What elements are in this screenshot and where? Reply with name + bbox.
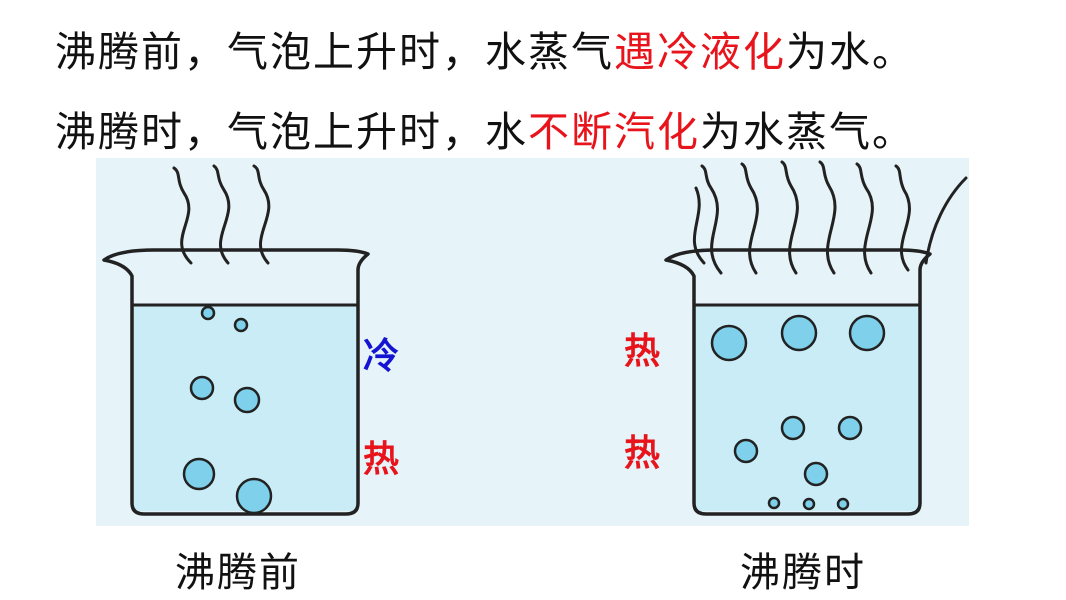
label-hot-top-right: 热 [624,331,661,372]
steam-wisp [924,176,968,265]
steam-wisp [780,160,799,275]
beaker-before-boiling [102,164,370,516]
bubble [802,497,816,511]
bubble [189,375,215,401]
statement-before-text-1: 沸腾前，气泡上升时，水蒸气 [55,28,614,76]
steam-wisp [894,164,911,272]
steam-wisp [692,186,706,265]
bubble [235,477,273,515]
beaker-during-boiling [664,160,968,516]
bubble [767,496,781,510]
steam-wisp [252,164,271,265]
bubble [780,415,806,441]
steam-wisp [855,162,874,275]
label-hot-bottom-right: 热 [624,433,661,474]
steam-wisp [212,164,231,265]
bubble [733,438,759,464]
bubble [848,314,886,352]
bubbles-before [182,305,273,515]
bubble [710,324,748,362]
beaker-outline-before [102,248,370,516]
statement-during-text-2: 为水蒸气。 [700,108,915,156]
label-cold-top-left: 冷 [363,336,400,377]
bubble [233,317,249,333]
steam-wisp [172,166,193,265]
statement-during-boiling: 沸腾时，气泡上升时，水不断汽化为水蒸气。 [55,98,915,158]
steam-wisp [740,162,759,275]
bubble [837,415,863,441]
beaker-illustration-panel [96,158,969,526]
caption-before-boiling: 沸腾前 [175,550,301,596]
steam-before [172,164,271,265]
beaker-outline-during [664,248,932,516]
statement-during-highlight: 不断汽化 [528,108,700,156]
statement-before-boiling: 沸腾前，气泡上升时，水蒸气遇冷液化为水。 [55,18,915,78]
statement-before-highlight: 遇冷液化 [614,28,786,76]
statement-during-text-1: 沸腾时，气泡上升时，水 [55,108,528,156]
caption-during-boiling: 沸腾时 [740,550,866,596]
bubble [803,461,829,487]
bubble [233,386,261,414]
beakers-diagram [102,160,968,516]
steam-wisp [700,164,723,275]
bubble [200,305,216,321]
bubble [780,314,818,352]
steam-wisp [818,160,837,275]
statement-before-text-2: 为水。 [786,28,915,76]
label-hot-bottom-left: 热 [363,439,400,480]
bubbles-during [710,314,886,511]
bubble [836,497,850,511]
bubble [182,457,216,491]
